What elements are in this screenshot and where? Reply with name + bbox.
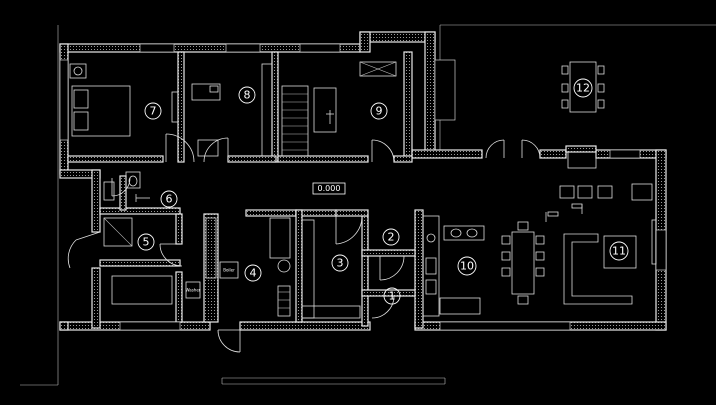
room-tag-12: 12 xyxy=(573,78,593,98)
room-tag-3: 3 xyxy=(331,254,349,272)
windows xyxy=(59,43,667,331)
room-tag-11: 11 xyxy=(609,241,629,261)
room-tag-2: 2 xyxy=(382,228,400,246)
svg-text:7: 7 xyxy=(150,105,157,118)
room-tag-1: 1 xyxy=(383,287,401,305)
svg-text:6: 6 xyxy=(166,193,173,206)
svg-text:1: 1 xyxy=(389,290,396,303)
furniture: Washer Boiler xyxy=(69,61,657,319)
room-tag-10: 10 xyxy=(457,256,477,276)
interior-walls xyxy=(67,51,416,327)
room-tag-6: 6 xyxy=(160,190,178,208)
svg-text:10: 10 xyxy=(460,260,474,273)
room-tag-5: 5 xyxy=(137,233,155,251)
svg-text:4: 4 xyxy=(250,267,257,280)
room-tag-4: 4 xyxy=(244,264,262,282)
level-mark-text: 0.000 xyxy=(318,184,341,193)
room-tag-9: 9 xyxy=(370,102,388,120)
boiler-label: Boiler xyxy=(223,268,235,273)
svg-text:9: 9 xyxy=(376,105,383,118)
washer-label: Washer xyxy=(186,288,201,293)
svg-text:11: 11 xyxy=(612,245,626,258)
svg-text:5: 5 xyxy=(143,236,150,249)
svg-text:3: 3 xyxy=(337,257,344,270)
svg-text:8: 8 xyxy=(244,89,251,102)
doors xyxy=(67,133,541,353)
room-tag-7: 7 xyxy=(144,102,162,120)
room-tag-8: 8 xyxy=(238,86,256,104)
level-mark: 0.000 xyxy=(312,182,346,195)
svg-text:12: 12 xyxy=(576,82,590,95)
svg-text:2: 2 xyxy=(388,231,395,244)
site-lines xyxy=(20,24,716,386)
